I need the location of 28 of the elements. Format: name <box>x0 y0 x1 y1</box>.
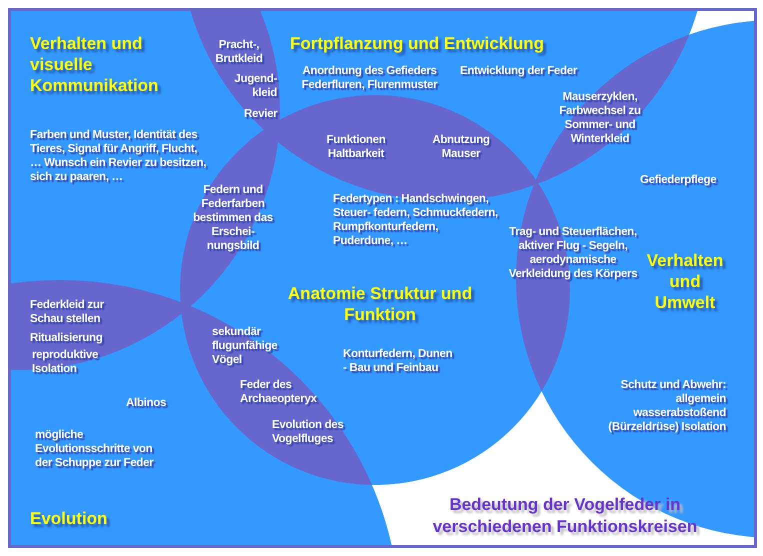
overlap-text: Funktionen Haltbarkeit <box>326 133 386 161</box>
circle-heading: Verhalten und visuelle Kommunikation <box>30 33 160 96</box>
circle-text: Federtypen : Handschwingen, Steuer- federn, Schmuckfedern, Rumpfkonturfedern, Puderdune, … <box>333 192 498 248</box>
circle-heading: Anatomie Struktur und Funktion <box>286 283 474 325</box>
circle-heading: Evolution <box>30 508 108 529</box>
circle-text: mögliche Evolutionsschritte von der Schuppe zur Feder <box>35 428 154 470</box>
circle-heading: Fortpflanzung und Entwicklung <box>290 33 546 54</box>
circle-heading: Verhalten und Umwelt <box>646 250 724 313</box>
circle-text: Entwicklung der Feder <box>460 64 578 78</box>
overlap-text: Trag- und Steuerflächen, aktiver Flug - Segeln, aerodynamische Verkleidung des Körpers <box>508 225 638 281</box>
circle-text: Gefiederpflege <box>640 173 718 187</box>
circle-text: Konturfedern, Dunen - Bau und Feinbau <box>343 347 454 375</box>
overlap-text: sekundär flugunfähige Vögel <box>212 325 278 367</box>
overlap-text: Ritualisierung <box>30 331 104 345</box>
overlap-text: Federn und Federfarben bestimmen das Erschei- nungsbild <box>192 183 274 253</box>
circle-text: Anordnung des Gefieders Federfluren, Flurenmuster <box>300 64 438 92</box>
overlap-text: Revier <box>244 107 278 121</box>
overlap-text: Pracht-, Brutkleid <box>214 38 264 66</box>
overlap-text: Abnutzung Mauser <box>431 133 491 161</box>
overlap-text: Feder des Archaeopteryx <box>240 378 318 406</box>
overlap-text: Federkleid zur Schau stellen <box>30 298 105 326</box>
circle-text: Albinos <box>126 396 168 410</box>
overlap-text: Evolution des Vogelfluges <box>272 418 344 446</box>
circle-text: Schutz und Abwehr: allgemein wasserabstoßend (Bürzeldrüse) Isolation <box>607 378 726 434</box>
circle-text: Mauserzyklen, Farbwechsel zu Sommer- und Winterkleid <box>558 90 642 146</box>
circle-text: Farben und Muster, Identität des Tieres, Signal für Angriff, Flucht, … Wunsch ein Revier zu besitzen, sich zu paaren, … <box>30 128 208 184</box>
overlap-text: reproduktive Isolation <box>32 348 100 376</box>
overlap-text: Jugend- kleid <box>233 72 277 100</box>
